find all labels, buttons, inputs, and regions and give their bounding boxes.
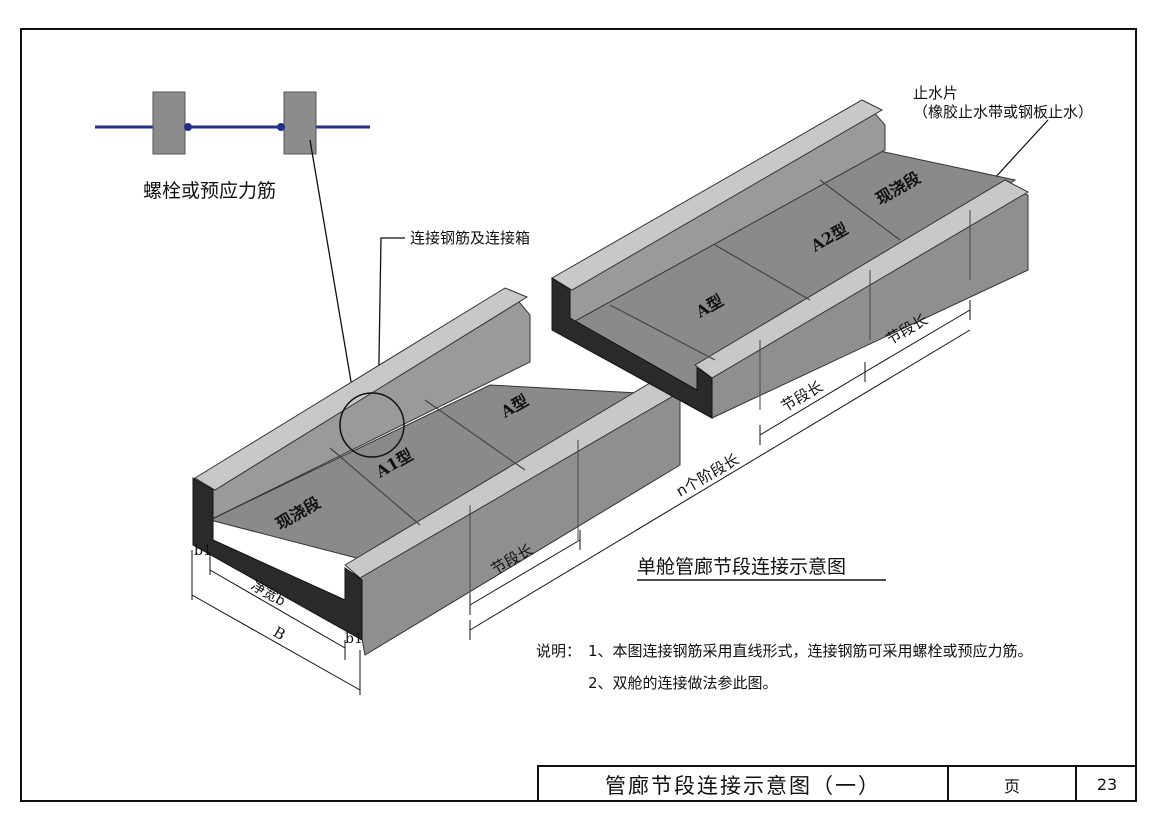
right-divider-1 <box>609 304 716 361</box>
dim-segment-length-3 <box>864 309 971 373</box>
title-block-drawing-name: 管廊节段连接示意图（一） <box>539 767 949 802</box>
connector-leader-line <box>377 237 405 421</box>
drawing-frame <box>20 28 1137 802</box>
right-channel-back-wall-top <box>551 99 884 291</box>
bolt-nut-right <box>277 123 285 131</box>
dimension-lines <box>191 300 971 695</box>
dim-label-b1-right: b1 <box>345 631 363 647</box>
title-block-page-number: 23 <box>1096 775 1118 794</box>
notes-prefix: 说明： <box>536 642 581 660</box>
bolt-leader-line <box>309 139 356 406</box>
dim-n-stage-length <box>469 329 971 631</box>
bolt-detail: 螺栓或预应力筋 <box>95 91 370 202</box>
left-channel: 现浇段 A1型 A型 <box>192 287 682 656</box>
bolt-caption: 螺栓或预应力筋 <box>143 180 276 202</box>
drawing-title: 单舱管廊节段连接示意图 <box>637 556 846 578</box>
title-block-page-label: 页 <box>949 767 1077 802</box>
waterstop-caption-2: （橡胶止水带或钢板止水） <box>913 103 1093 121</box>
left-divider-1 <box>329 447 421 526</box>
dim-segment-length-1 <box>469 539 581 606</box>
dim-segment-length-2 <box>759 371 866 436</box>
connector-caption: 连接钢筋及连接箱 <box>410 229 530 247</box>
right-channel-end-section <box>551 277 713 419</box>
note-2: 2、双舱的连接做法参此图。 <box>588 674 778 692</box>
bolt-nut-left <box>184 123 192 131</box>
dim-total-width <box>191 594 361 691</box>
connection-detail-circle <box>339 392 405 458</box>
concrete-block-left <box>152 91 186 155</box>
right-channel: A型 A2型 现浇段 <box>551 99 1030 419</box>
left-channel-back-wall-top <box>194 287 529 491</box>
waterstop-caption-1: 止水片 <box>913 84 958 102</box>
dim-clear-width <box>209 569 346 649</box>
right-divider-2 <box>714 244 811 301</box>
title-block: 管廊节段连接示意图（一） 页 23 <box>537 765 1137 802</box>
right-divider-3 <box>819 179 901 241</box>
note-1: 1、本图连接钢筋采用直线形式，连接钢筋可采用螺栓或预应力筋。 <box>588 642 1033 660</box>
dim-label-b1-left: b1 <box>194 543 212 559</box>
left-channel-end-section <box>192 477 363 641</box>
dim-label-n-stage-length: n个阶段长 <box>673 450 742 500</box>
left-divider-2 <box>424 399 526 471</box>
